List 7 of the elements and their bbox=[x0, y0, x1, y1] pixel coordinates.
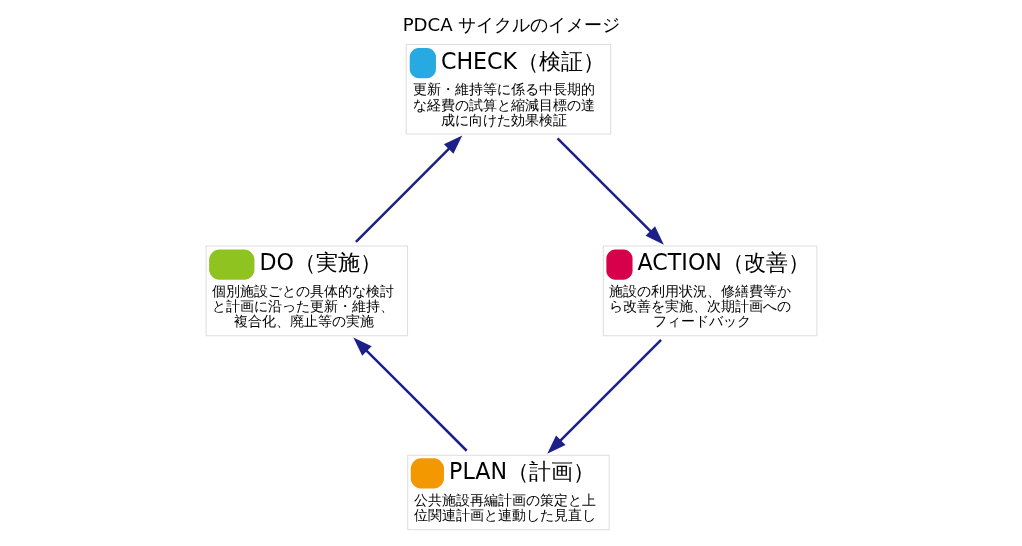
arrow bbox=[352, 337, 468, 452]
arrow bbox=[546, 339, 662, 454]
diagram-title: PDCA サイクルのイメージ bbox=[402, 13, 620, 35]
node-box: CHECK（検証） 更新・維持等に係る中長期的な経費の試算と縮減目標の達成に向けた効果検証 bbox=[405, 43, 611, 135]
arrow bbox=[556, 137, 664, 245]
arrow bbox=[354, 135, 462, 243]
node-box: PLAN（計画） 公共施設再編計画の策定と上位関連計画と連動した見直し bbox=[406, 454, 610, 531]
